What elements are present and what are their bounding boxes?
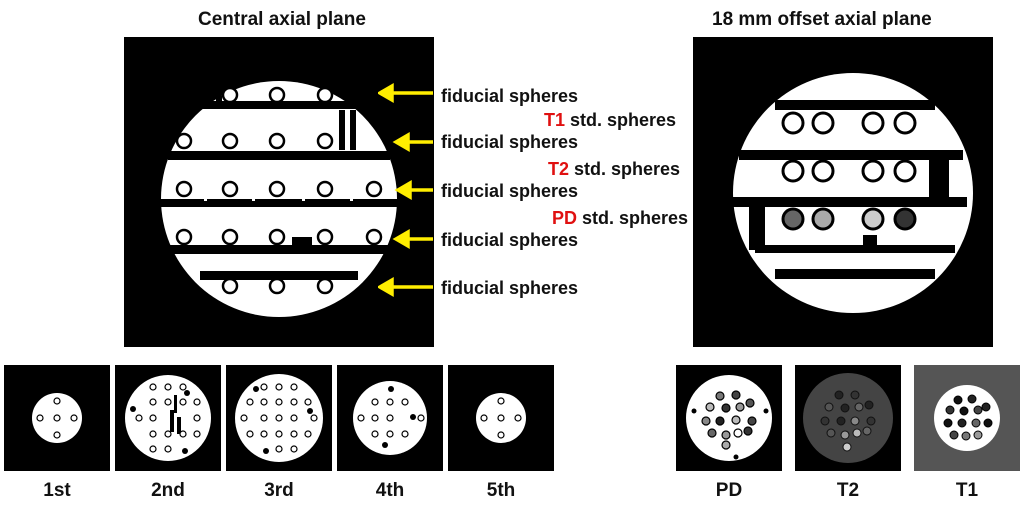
slice-thumb-1 xyxy=(4,365,110,471)
slice-thumb-5 xyxy=(448,365,554,471)
t2-prefix: T2 xyxy=(548,159,570,179)
contrast-label-pd: PD xyxy=(715,480,743,501)
central-plane-title: Central axial plane xyxy=(198,9,366,30)
contrast-label-t1: T1 xyxy=(955,480,979,501)
fiducial-label-4: fiducial spheres xyxy=(441,230,579,250)
contrast-label-t2: T2 xyxy=(836,480,860,501)
pd-std-label: PD std. spheres xyxy=(552,208,688,228)
slice-label-3: 3rd xyxy=(264,480,294,501)
pd-suffix: std. spheres xyxy=(577,208,689,228)
fiducial-label-3: fiducial spheres xyxy=(441,181,579,201)
t2-suffix: std. spheres xyxy=(569,159,681,179)
pd-prefix: PD xyxy=(552,208,578,228)
fiducial-label-2: fiducial spheres xyxy=(441,132,579,152)
t1-suffix: std. spheres xyxy=(565,110,677,130)
contrast-thumb-pd xyxy=(676,365,782,471)
t2-std-label: T2 std. spheres xyxy=(548,159,680,179)
slice-label-4: 4th xyxy=(375,480,405,501)
slice-label-5: 5th xyxy=(486,480,516,501)
slice-thumb-3 xyxy=(226,365,332,471)
slice-thumb-2 xyxy=(115,365,221,471)
offset-plane-title: 18 mm offset axial plane xyxy=(712,9,932,30)
slice-label-1: 1st xyxy=(43,480,71,501)
fiducial-label-1: fiducial spheres xyxy=(441,86,579,106)
slice-label-2: 2nd xyxy=(151,480,185,501)
fiducial-label-5: fiducial spheres xyxy=(441,278,579,298)
central-arrows xyxy=(378,82,433,298)
t1-std-label: T1 std. spheres xyxy=(544,110,676,130)
contrast-thumb-t1 xyxy=(914,365,1020,471)
offset-plane-image xyxy=(693,37,993,347)
central-plane-image xyxy=(124,37,434,347)
t1-prefix: T1 xyxy=(544,110,566,130)
contrast-thumb-t2 xyxy=(795,365,901,471)
slice-thumb-4 xyxy=(337,365,443,471)
